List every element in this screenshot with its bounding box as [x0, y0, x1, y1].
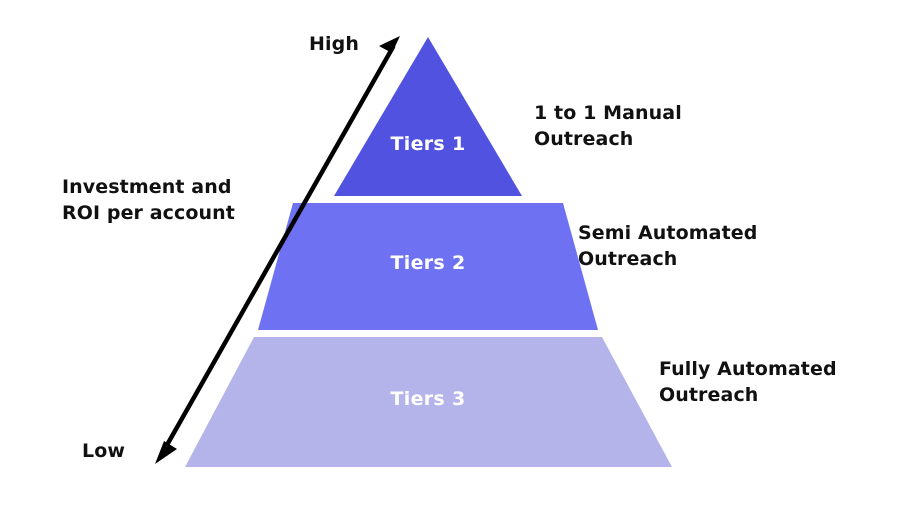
pyramid-tier-2-shape[interactable] [258, 203, 598, 330]
pyramid-tier-1[interactable] [334, 37, 522, 196]
axis-caption: Investment and ROI per account [62, 176, 235, 225]
tier-3-description: Fully Automated Outreach [659, 358, 837, 406]
pyramid-tier-1-label: Tiers 1 [390, 133, 466, 155]
pyramid-tier-3-shape[interactable] [185, 337, 672, 467]
tier-1-description: 1 to 1 Manual Outreach [534, 102, 682, 150]
pyramid-tier-2-label: Tiers 2 [390, 252, 466, 274]
axis-high-label: High [309, 33, 359, 55]
pyramid-tier-3-label: Tiers 3 [390, 388, 466, 410]
axis-low-label: Low [82, 440, 126, 462]
investment-axis-arrow [155, 36, 400, 464]
tier-2-description: Semi Automated Outreach [578, 222, 758, 270]
